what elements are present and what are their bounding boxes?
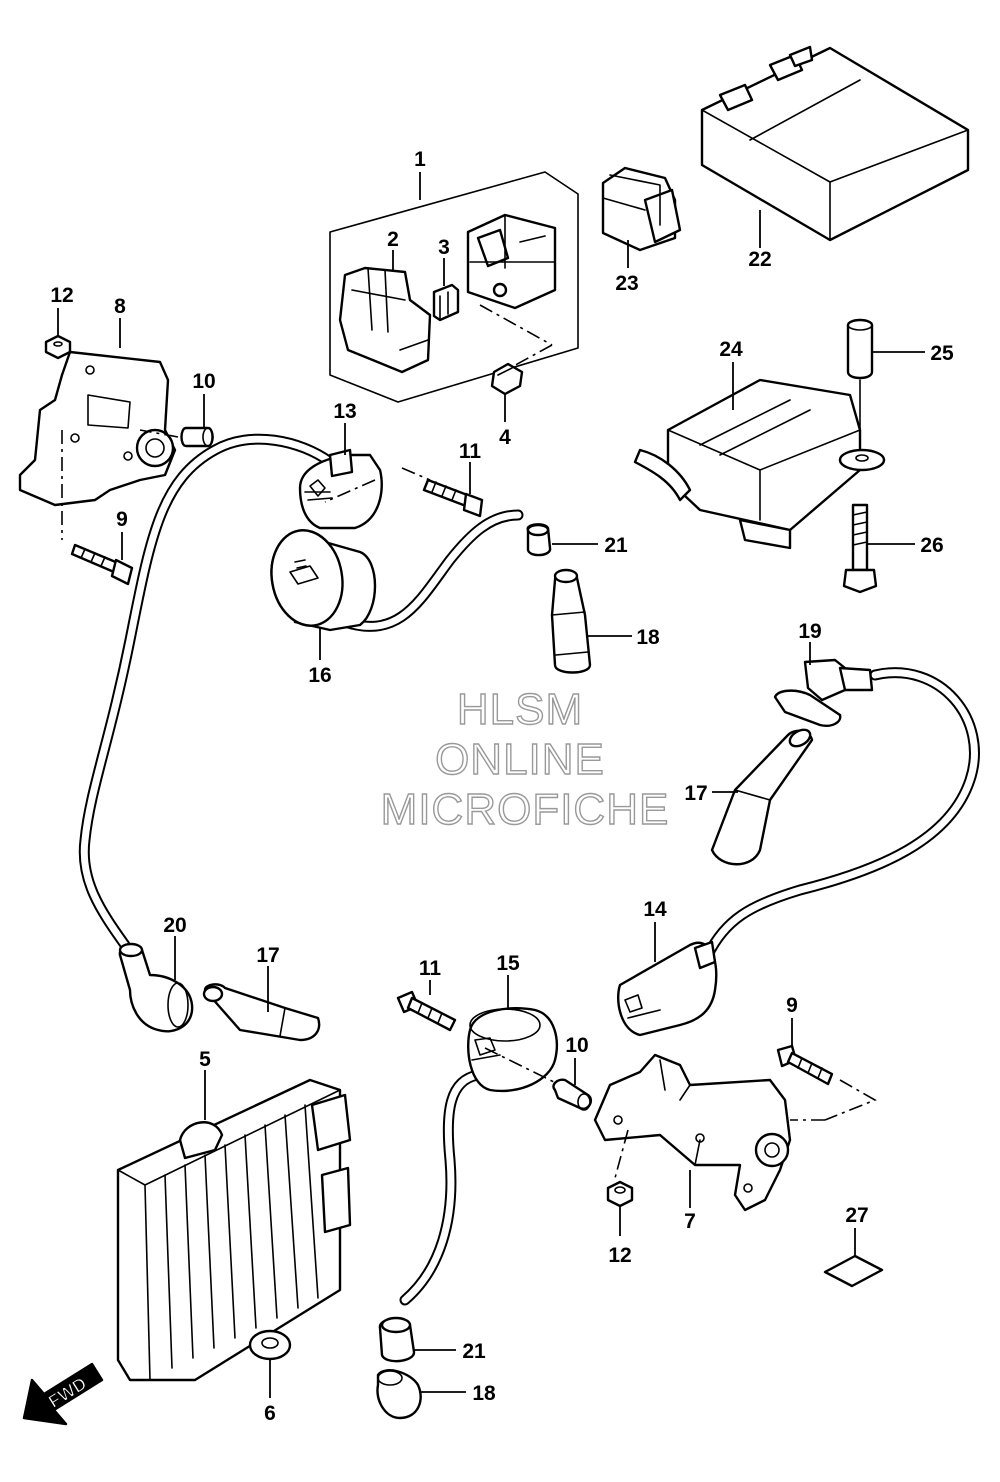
cap-part-21-top: [526, 523, 598, 557]
bracket-part-7: [593, 1053, 792, 1212]
connector-part-23: [601, 166, 682, 268]
relay-cover-part-2: [338, 250, 432, 374]
callout-17-right: 17: [684, 782, 707, 805]
bolt-part-11-top: [422, 462, 484, 518]
bolt-part-9-bottom: [776, 1018, 834, 1086]
callout-2: 2: [387, 228, 399, 251]
plug-cap-part-19: [773, 642, 874, 727]
high-tension-cord-right: [702, 667, 980, 961]
callout-10-top: 10: [192, 370, 215, 393]
callout-9-top: 9: [116, 508, 128, 531]
callout-6: 6: [264, 1402, 276, 1425]
callout-17-left: 17: [256, 944, 279, 967]
fuse-part-3: [432, 258, 460, 322]
high-tension-cord-left: [78, 433, 336, 951]
callout-4: 4: [499, 426, 511, 449]
bolt-part-26: [842, 503, 915, 594]
callout-1: 1: [414, 148, 426, 171]
high-tension-cord-15: [399, 1069, 484, 1306]
fuse-box-part-24: [633, 362, 862, 550]
forward-direction-arrow: FWD: [22, 1362, 104, 1426]
callout-15: 15: [496, 952, 520, 975]
callout-22: 22: [748, 248, 771, 271]
watermark-line-1: HLSM: [457, 685, 583, 734]
callout-8: 8: [114, 295, 126, 318]
grommet-25-lower: [838, 448, 886, 472]
callout-12-bottom: 12: [608, 1244, 631, 1267]
plug-cap-part-17-right: [710, 728, 814, 866]
callout-18-bottom: 18: [472, 1382, 496, 1405]
plug-cap-part-18-top: [550, 568, 632, 674]
callout-18-top: 18: [636, 626, 660, 649]
callout-13: 13: [333, 400, 356, 423]
ignition-coil-part-15: [467, 975, 558, 1093]
callout-24: 24: [719, 338, 743, 361]
callout-20: 20: [163, 914, 186, 937]
callout-27: 27: [845, 1204, 868, 1227]
bolt-part-9-top: [70, 532, 134, 586]
nut-part-12-bottom: [606, 1180, 634, 1236]
callout-12-top: 12: [50, 284, 73, 307]
bracket-part-8: [18, 318, 177, 507]
callout-9-bottom: 9: [786, 994, 798, 1017]
callout-16: 16: [308, 664, 331, 687]
spacer-part-10-bottom: [552, 1058, 593, 1111]
spacer-part-10-top: [180, 394, 214, 448]
callout-11-top: 11: [459, 440, 482, 463]
ignition-coil-part-13: [298, 423, 383, 530]
plug-cap-part-18-bottom: [376, 1369, 466, 1420]
callout-3: 3: [438, 236, 450, 259]
watermark-line-2: ONLINE: [435, 735, 605, 784]
watermark: HLSM ONLINE MICROFICHE: [380, 684, 670, 834]
nut-part-12-top: [44, 308, 72, 360]
callout-14: 14: [643, 898, 667, 921]
ignition-coil-part-16: [270, 529, 377, 660]
callout-5: 5: [199, 1048, 211, 1071]
callout-10-bottom: 10: [565, 1034, 588, 1057]
callout-26: 26: [920, 534, 943, 557]
callout-11-bottom: 11: [419, 957, 442, 980]
plug-cap-part-17-left: [202, 966, 321, 1042]
callout-19: 19: [798, 620, 821, 643]
high-tension-cord-16: [339, 509, 524, 632]
starter-relay-body: [466, 213, 557, 310]
cap-part-21-bottom: [378, 1316, 456, 1363]
callout-21-top: 21: [604, 534, 628, 557]
nut-part-6: [248, 1329, 292, 1398]
callout-21-bottom: 21: [462, 1340, 486, 1363]
ignition-coil-part-14: [617, 922, 718, 1037]
starter-relay-kit-box: [329, 171, 579, 403]
plug-cap-part-20: [118, 936, 194, 1033]
bolt-part-11-bottom: [396, 980, 457, 1032]
cushion-part-25: [846, 318, 925, 451]
callout-23: 23: [615, 272, 638, 295]
ecm-part-22: [700, 45, 970, 248]
pad-part-27: [823, 1228, 884, 1288]
callout-25: 25: [930, 342, 954, 365]
watermark-line-3: MICROFICHE: [381, 785, 670, 834]
bolt-part-4: [490, 362, 524, 422]
regulator-rectifier-part-5: [116, 1070, 352, 1382]
callout-7: 7: [684, 1210, 696, 1233]
callout-labels: 1 2 3 4 5 6 7 8 9 9 10 10 11 11 12 12 13…: [50, 148, 954, 1425]
